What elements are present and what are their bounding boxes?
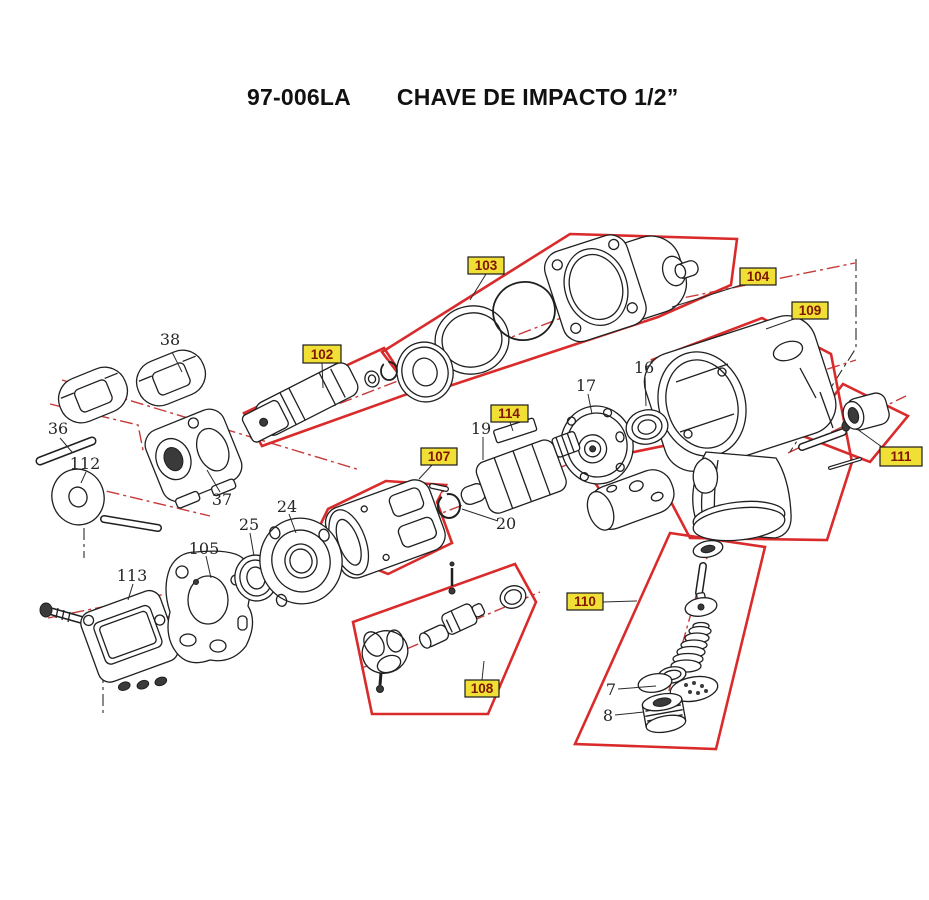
label-108: 108 xyxy=(464,679,500,698)
part-cylinder xyxy=(309,479,449,579)
part-inlet-valve-train xyxy=(637,539,724,734)
group-outline-103 xyxy=(380,232,739,399)
svg-text:110: 110 xyxy=(574,594,596,609)
part-inlet-bushing xyxy=(798,392,890,470)
part-number-112: 112 xyxy=(70,454,101,473)
part-number-37: 37 xyxy=(212,490,232,509)
part-clutch-housing xyxy=(543,234,699,343)
svg-text:104: 104 xyxy=(747,269,770,284)
part-number-113: 113 xyxy=(117,566,148,585)
part-number-19: 19 xyxy=(471,419,491,438)
group-labels: 102 103 104 107 108 109 110 111 xyxy=(302,256,923,698)
label-103: 103 xyxy=(467,256,505,275)
svg-text:114: 114 xyxy=(498,406,520,421)
part-o-ring xyxy=(492,281,556,341)
product-name: CHAVE DE IMPACTO 1/2” xyxy=(396,84,679,110)
part-rear-cover-113 xyxy=(80,589,179,691)
group-outline-110 xyxy=(573,531,767,751)
label-104: 104 xyxy=(739,267,777,286)
part-valve-o-ring xyxy=(499,585,527,609)
svg-text:103: 103 xyxy=(475,258,498,273)
part-number-38: 38 xyxy=(160,330,180,349)
part-number-7: 7 xyxy=(606,680,616,699)
part-motor-housing xyxy=(643,315,837,472)
part-handle xyxy=(692,451,792,542)
label-110: 110 xyxy=(566,592,604,611)
part-number-36: 36 xyxy=(48,419,68,438)
part-snap-ring-small xyxy=(380,360,398,381)
label-107: 107 xyxy=(420,447,458,466)
label-114: 114 xyxy=(490,404,529,423)
part-number-17: 17 xyxy=(576,376,596,395)
svg-text:102: 102 xyxy=(311,347,334,362)
part-trigger-valve xyxy=(361,561,527,693)
label-109: 109 xyxy=(791,301,829,320)
part-hammer-dog xyxy=(135,349,207,407)
part-number-105: 105 xyxy=(189,539,220,558)
svg-text:111: 111 xyxy=(890,449,912,464)
label-111: 111 xyxy=(879,446,923,467)
part-numbers: 38 36 112 37 24 25 105 113 17 16 19 20 7… xyxy=(48,330,654,725)
svg-text:109: 109 xyxy=(799,303,822,318)
part-number-24: 24 xyxy=(277,497,297,516)
part-snap-ring-20 xyxy=(437,492,461,519)
part-number-8: 8 xyxy=(603,706,613,725)
part-anvil xyxy=(241,360,398,443)
part-inlet-bushing-8 xyxy=(641,692,687,734)
label-102: 102 xyxy=(302,344,342,364)
part-vane-19 xyxy=(493,417,538,444)
part-screw xyxy=(39,602,86,624)
part-anvil-bushing xyxy=(396,341,454,403)
part-hammer-cage xyxy=(144,408,243,509)
part-pin-36 xyxy=(35,436,97,466)
part-washer-112 xyxy=(51,468,105,526)
part-bearing-16 xyxy=(625,409,669,445)
part-rotor xyxy=(460,431,581,514)
part-number-20: 20 xyxy=(496,514,516,533)
part-front-flange-24 xyxy=(259,517,343,607)
svg-text:107: 107 xyxy=(428,449,451,464)
part-muffler xyxy=(586,469,675,531)
group-outline-108 xyxy=(351,562,538,716)
diagram-title: 97-006LA CHAVE DE IMPACTO 1/2” xyxy=(247,84,678,111)
part-valve-knob xyxy=(361,629,409,693)
part-number-16: 16 xyxy=(634,358,654,377)
part-number-25: 25 xyxy=(239,515,259,534)
part-pin xyxy=(100,515,162,532)
svg-text:108: 108 xyxy=(471,681,494,696)
part-hammer-dog xyxy=(57,366,129,424)
part-end-plate-17 xyxy=(560,405,634,485)
leader-lines xyxy=(59,273,883,716)
model-number: 97-006LA xyxy=(247,84,351,110)
